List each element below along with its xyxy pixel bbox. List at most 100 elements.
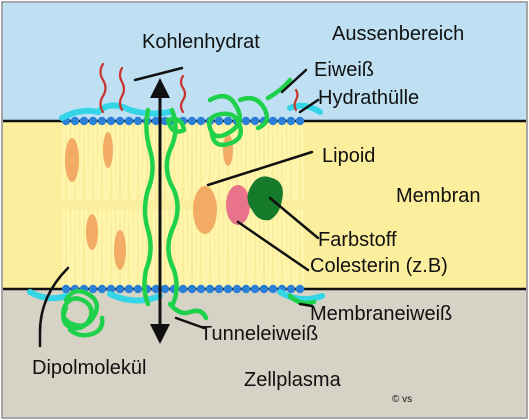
lipid-tail: [295, 123, 300, 201]
lipid-tail: [246, 123, 251, 201]
lipid-tail: [169, 209, 174, 287]
lipid-head: [178, 284, 188, 294]
lipid-head: [295, 284, 305, 294]
lipid-tail: [111, 209, 116, 287]
lipid-head: [268, 284, 278, 294]
label-protein: Eiweiß: [314, 59, 374, 81]
label-membrane-protein: Membraneiweiß: [310, 303, 452, 325]
cholesterol-highlight: [226, 185, 250, 225]
lipid-tail: [129, 123, 134, 201]
lipid-tail: [75, 209, 80, 287]
lipid-tail: [66, 209, 71, 287]
lipid-tail: [291, 209, 296, 287]
lipid-tail: [300, 123, 305, 201]
lipid-tail: [115, 123, 120, 201]
lipid-head: [214, 284, 224, 294]
hydration-shell-outer: [59, 102, 323, 121]
lipid-head: [196, 284, 206, 294]
label-hydration-shell: Hydrathülle: [318, 87, 419, 109]
lipid-tail: [160, 123, 165, 201]
lipid-tail: [259, 209, 264, 287]
lipid-head: [151, 284, 161, 294]
lipid-tail: [97, 123, 102, 201]
lipid-tail: [93, 123, 98, 201]
lipid-head: [133, 116, 143, 126]
lipid-tail: [228, 209, 233, 287]
lipid-head: [187, 116, 197, 126]
carbohydrate-chains: [99, 62, 299, 114]
lipid-tail: [142, 123, 147, 201]
lipid-tail: [97, 209, 102, 287]
proteins: [60, 77, 317, 338]
lipid-tail: [84, 123, 89, 201]
lipid-head: [97, 116, 107, 126]
lipid-tail: [264, 209, 269, 287]
lipid-head: [214, 116, 224, 126]
lipid-tail: [151, 209, 156, 287]
lipid-tail: [223, 209, 228, 287]
lipid-head: [223, 284, 233, 294]
lipid-head: [187, 284, 197, 294]
lipid-tail: [246, 209, 251, 287]
lipid-head: [277, 116, 287, 126]
lipid-tail: [124, 209, 129, 287]
lipid-head: [124, 284, 134, 294]
lipid-head: [295, 116, 305, 126]
label-tunnel-protein: Tunneleiweiß: [200, 323, 318, 345]
lipid-head: [97, 284, 107, 294]
lipid-head: [160, 284, 170, 294]
lipid-head: [232, 284, 242, 294]
lipid-tail: [286, 209, 291, 287]
lipid-tail: [183, 123, 188, 201]
lipid-tail: [70, 209, 75, 287]
lipid-head: [205, 284, 215, 294]
lipid-tail: [255, 209, 260, 287]
lipid-tail: [187, 123, 192, 201]
lipid-head: [241, 116, 251, 126]
lipid-bilayer: [61, 116, 305, 294]
lipid-tail: [300, 209, 305, 287]
lipid-tail: [79, 123, 84, 201]
lipid-head: [268, 116, 278, 126]
outside-region: [3, 3, 526, 121]
lipid-head: [241, 284, 251, 294]
lipid-tail: [61, 123, 66, 201]
lipid-tail: [124, 123, 129, 201]
lipid-tail: [183, 209, 188, 287]
lipid-head: [133, 284, 143, 294]
lipid-tail: [84, 209, 89, 287]
label-cytoplasm: Zellplasma: [244, 369, 342, 391]
lipid-head: [61, 284, 71, 294]
lipid-head: [250, 284, 260, 294]
lipid-head: [151, 116, 161, 126]
lipid-tail: [196, 123, 201, 201]
lipid-tail: [250, 209, 255, 287]
lipid-tail: [219, 209, 224, 287]
dye-molecule: [247, 176, 283, 221]
lipid-head: [223, 116, 233, 126]
lipid-tail: [120, 123, 125, 201]
lipid-tail: [88, 123, 93, 201]
lipid-head: [286, 284, 296, 294]
lipid-head: [79, 116, 89, 126]
label-membrane: Membran: [396, 185, 480, 207]
label-carbohydrate: Kohlenhydrat: [142, 31, 260, 53]
lipid-head: [124, 116, 134, 126]
copyright-mark: © vs: [392, 394, 412, 405]
label-cholesterol: Colesterin (z.B): [310, 255, 448, 277]
lipid-tail: [178, 123, 183, 201]
lipid-tail: [102, 209, 107, 287]
lipid-tail: [268, 209, 273, 287]
lipid-tail: [111, 123, 116, 201]
lipid-tail: [192, 209, 197, 287]
lipid-tail: [106, 209, 111, 287]
lipid-head: [250, 116, 260, 126]
cholesterol-molecules: [65, 132, 233, 270]
lipid-head: [88, 116, 98, 126]
transport-arrow: [150, 78, 170, 344]
lipid-tail: [187, 209, 192, 287]
lipid-head: [115, 116, 125, 126]
